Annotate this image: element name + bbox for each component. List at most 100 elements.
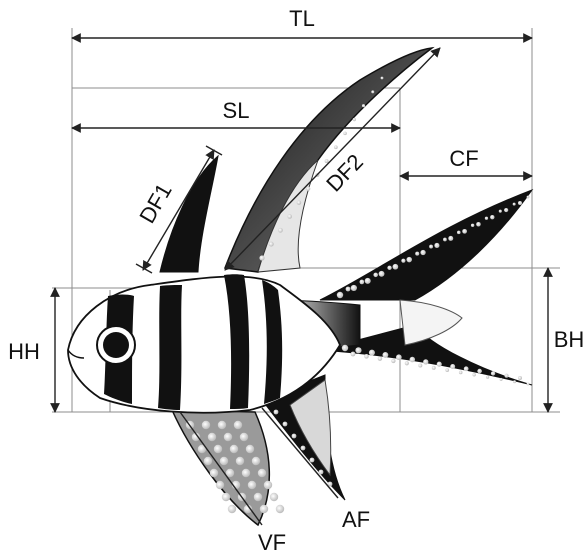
ventral-spot — [214, 445, 222, 453]
ventral-spot — [220, 457, 228, 465]
ventral-spot — [240, 433, 248, 441]
ventral-spot — [242, 469, 250, 477]
dorsal-spot — [297, 200, 301, 204]
dorsal-spot — [278, 228, 283, 233]
label-cf: CF — [449, 146, 478, 171]
ventral-spot — [260, 505, 268, 513]
caudal-spot — [405, 361, 409, 365]
caudal-spot — [491, 371, 495, 375]
caudal-spot — [378, 356, 382, 360]
caudal-spot — [504, 374, 508, 378]
ventral-spot — [254, 493, 262, 501]
label-vf: VF — [258, 530, 286, 555]
ventral-spot — [224, 433, 232, 441]
caudal-spot — [477, 369, 482, 374]
caudal-spot — [420, 250, 425, 255]
ventral-spot — [204, 457, 212, 465]
dorsal-spot — [287, 214, 292, 219]
caudal-spot — [401, 259, 405, 263]
caudal-spot — [434, 243, 439, 248]
caudal-spot — [471, 224, 474, 227]
dorsal-spot — [269, 242, 274, 247]
ventral-spot — [234, 421, 242, 429]
caudal-spot — [418, 364, 422, 368]
label-bh: BH — [554, 327, 585, 352]
anal-spot — [319, 470, 324, 475]
anal-spot — [301, 446, 306, 451]
dorsal-spot — [343, 132, 347, 136]
caudal-spot — [485, 217, 488, 220]
caudal-spot — [393, 264, 399, 270]
caudal-spot — [462, 229, 467, 234]
caudal-fin-upper — [320, 190, 532, 300]
label-af: AF — [342, 507, 370, 532]
caudal-spot — [365, 278, 371, 284]
caudal-spot — [476, 222, 481, 227]
eye-pupil — [103, 332, 129, 358]
caudal-spot — [518, 376, 522, 380]
caudal-fin-mid — [400, 300, 462, 345]
caudal-spot — [415, 252, 419, 256]
body-bar-gill — [158, 285, 182, 410]
caudal-spot — [379, 271, 385, 277]
caudal-spot — [513, 380, 516, 383]
first-dorsal-fin — [160, 156, 218, 272]
ventral-spot — [202, 421, 210, 429]
ventral-spot — [248, 481, 256, 489]
anal-spot — [283, 422, 288, 427]
caudal-spot — [423, 359, 428, 364]
label-df1: DF1 — [134, 179, 176, 227]
caudal-spot — [396, 354, 402, 360]
caudal-spot — [518, 201, 522, 205]
caudal-spot — [351, 285, 357, 291]
ventral-spot — [276, 505, 284, 513]
caudal-spot — [387, 266, 391, 270]
caudal-spot — [490, 215, 494, 219]
caudal-spot — [450, 364, 455, 369]
ventral-spot — [236, 457, 244, 465]
ventral-spot — [246, 445, 254, 453]
df1-end-tick-a — [136, 264, 152, 273]
ventral-spot — [210, 469, 218, 477]
dorsal-spot — [306, 187, 310, 191]
caudal-spot — [527, 196, 530, 199]
caudal-spot — [342, 345, 348, 351]
caudal-spot — [445, 368, 449, 372]
caudal-spot — [513, 203, 516, 206]
caudal-spot — [499, 210, 502, 213]
caudal-spot — [486, 375, 489, 378]
ventral-spot — [218, 421, 226, 429]
caudal-spot — [346, 287, 351, 292]
caudal-spot — [432, 366, 436, 370]
caudal-spot — [355, 347, 361, 353]
anal-spot — [292, 434, 297, 439]
anal-spot — [310, 458, 315, 463]
caudal-spot — [443, 238, 447, 242]
ventral-spot — [222, 493, 230, 501]
dorsal-spot — [371, 90, 374, 93]
caudal-spot — [410, 357, 415, 362]
caudal-spot — [472, 373, 475, 376]
anal-spot — [274, 410, 279, 415]
dorsal-spot — [362, 104, 365, 107]
ventral-spot — [228, 505, 236, 513]
ventral-spot — [208, 433, 216, 441]
dorsal-spot — [334, 145, 338, 149]
dimension-lines — [55, 38, 548, 525]
dorsal-spot — [325, 159, 329, 163]
ventral-spot — [270, 493, 278, 501]
dorsal-spot — [353, 118, 356, 121]
ventral-spot — [216, 481, 224, 489]
caudal-spot — [457, 231, 461, 235]
caudal-spot — [351, 352, 356, 357]
dorsal-spot — [381, 77, 384, 80]
caudal-spot — [429, 245, 433, 249]
df2-dimension-line — [225, 48, 440, 270]
ventral-spot — [264, 481, 272, 489]
ventral-spot — [252, 457, 260, 465]
ventral-spot — [258, 469, 266, 477]
label-df2: DF2 — [321, 149, 368, 196]
caudal-spot — [373, 273, 377, 277]
label-tl: TL — [289, 6, 315, 31]
